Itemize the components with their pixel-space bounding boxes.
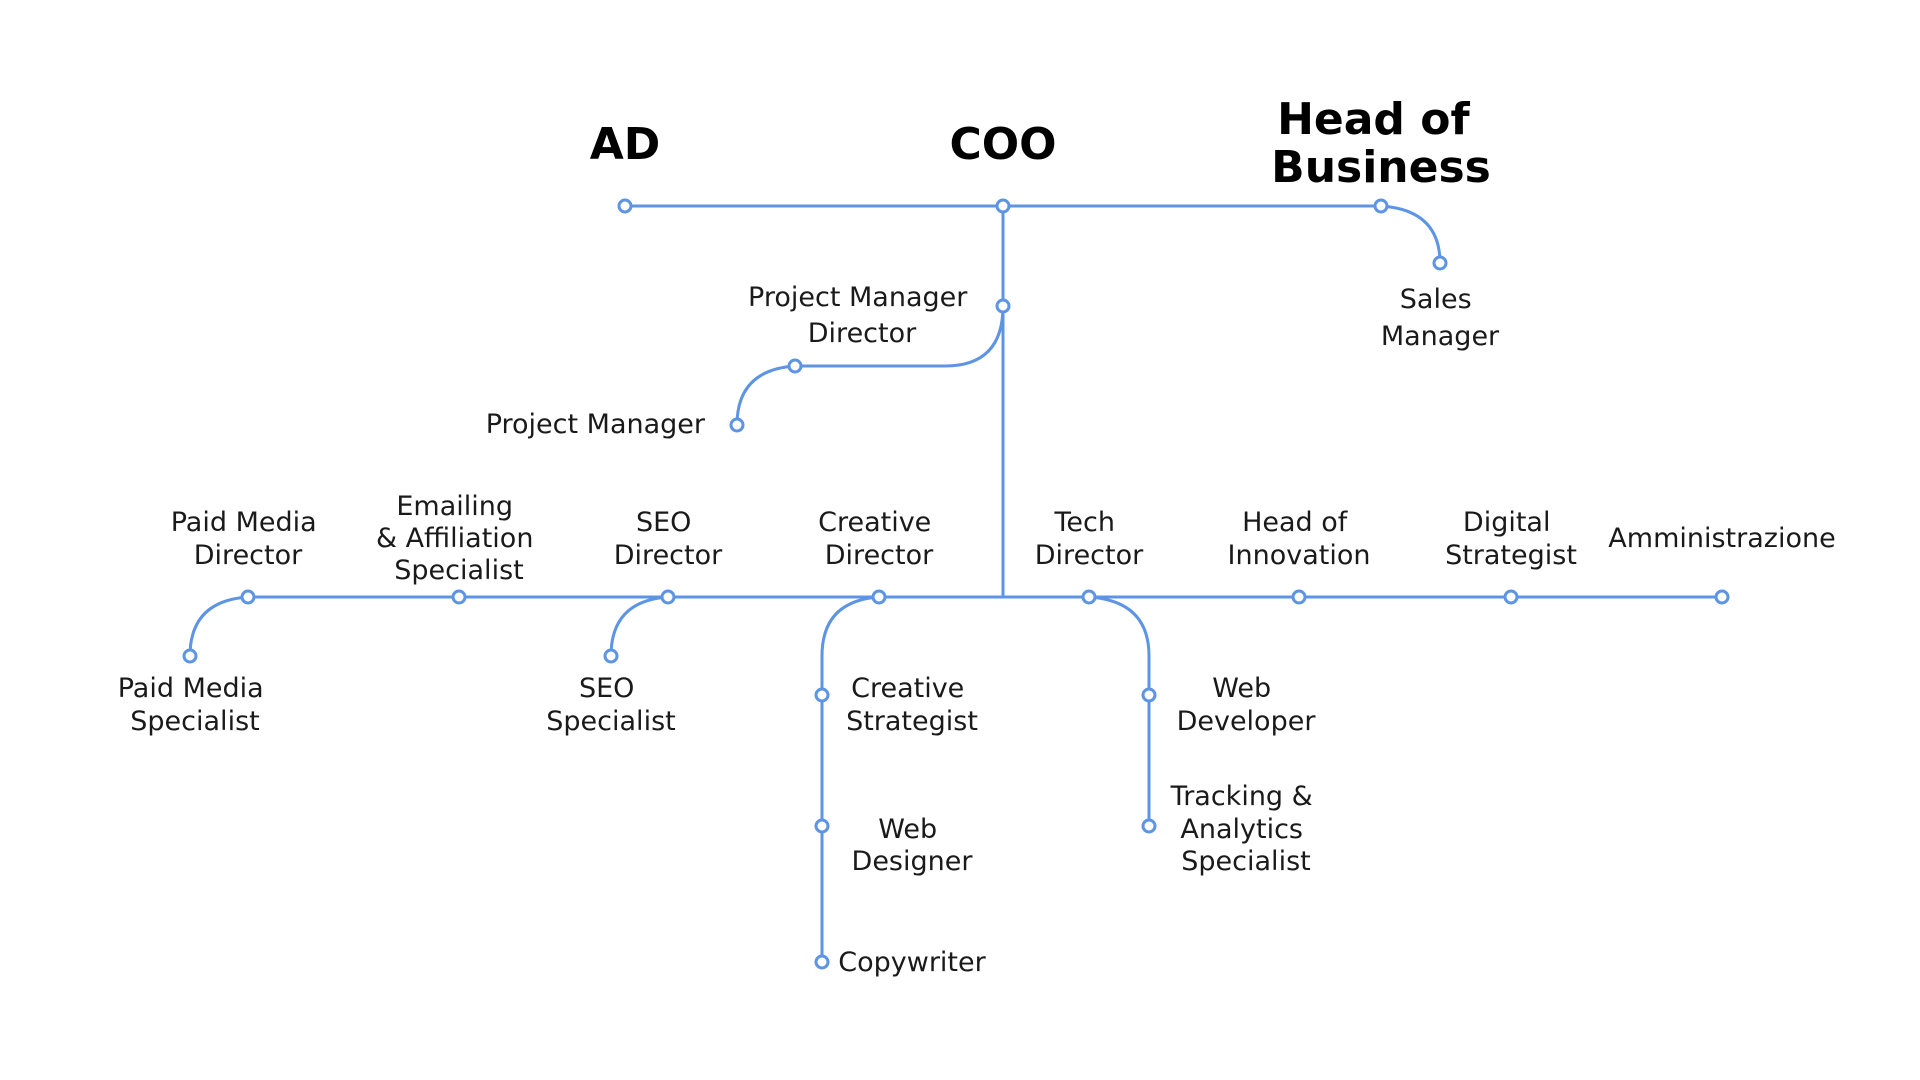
label-copywriter: Copywriter — [838, 947, 986, 978]
node-markers — [182, 198, 1730, 970]
node-seo-specialist[interactable] — [603, 648, 619, 664]
label-creative-director: Creative Director — [818, 507, 940, 571]
label-pm-director: Project Manager Director — [748, 282, 976, 349]
node-web-designer[interactable] — [814, 818, 830, 834]
node-tech-director[interactable] — [1081, 589, 1097, 605]
node-head-business[interactable] — [1373, 198, 1389, 214]
label-sales-manager: Sales Manager — [1381, 284, 1500, 352]
node-digital-strategist[interactable] — [1503, 589, 1519, 605]
label-tracking-analytics: Tracking & Analytics Specialist — [1170, 781, 1322, 877]
node-amministrazione[interactable] — [1714, 589, 1730, 605]
node-creative-director[interactable] — [871, 589, 887, 605]
edge-tech-to-team — [1087, 595, 1151, 828]
role-labels: Sales Manager Project Manager Director P… — [118, 282, 1836, 978]
label-ad: AD — [590, 119, 661, 170]
node-pm-director[interactable] — [995, 298, 1011, 314]
node-head-innovation[interactable] — [1291, 589, 1307, 605]
label-seo-specialist: SEO Specialist — [546, 673, 675, 737]
node-sales-manager[interactable] — [1432, 255, 1448, 271]
edge-project-manager-curve — [735, 364, 797, 427]
label-web-developer: Web Developer — [1177, 673, 1317, 737]
node-tracking-analytics[interactable] — [1141, 818, 1157, 834]
edge-head-business-to-sales-manager — [1379, 204, 1442, 265]
node-creative-strategist[interactable] — [814, 687, 830, 703]
node-emailing-affiliation[interactable] — [451, 589, 467, 605]
label-digital-strategist: Digital Strategist — [1445, 507, 1577, 571]
label-coo: COO — [949, 119, 1056, 170]
label-paid-media-specialist: Paid Media Specialist — [118, 673, 273, 737]
edge-paid-media-to-specialist — [188, 595, 250, 658]
label-emailing-affiliation: Emailing & Affiliation Specialist — [376, 491, 542, 586]
node-seo-director[interactable] — [660, 589, 676, 605]
node-coo[interactable] — [995, 198, 1011, 214]
node-copywriter[interactable] — [814, 954, 830, 970]
node-web-developer[interactable] — [1141, 687, 1157, 703]
node-paid-media-director[interactable] — [240, 589, 256, 605]
label-project-manager: Project Manager — [486, 409, 706, 440]
label-amministrazione: Amministrazione — [1608, 523, 1835, 554]
node-paid-media-specialist[interactable] — [182, 648, 198, 664]
label-head-of-business: Head of Business — [1271, 94, 1491, 193]
label-seo-director: SEO Director — [614, 507, 723, 571]
edge-creative-to-team — [820, 595, 881, 964]
label-creative-strategist: Creative Strategist — [846, 673, 978, 737]
node-pm-junction[interactable] — [787, 358, 803, 374]
node-project-manager[interactable] — [729, 417, 745, 433]
label-paid-media-director: Paid Media Director — [171, 507, 326, 571]
edge-seo-to-specialist — [609, 595, 670, 658]
node-ad[interactable] — [617, 198, 633, 214]
label-head-innovation: Head of Innovation — [1228, 507, 1371, 571]
edge-pm-director-to-project-manager — [793, 304, 1005, 368]
executive-labels: AD COO Head of Business — [590, 94, 1491, 193]
label-web-designer: Web Designer — [852, 814, 974, 877]
label-tech-director: Tech Director — [1035, 507, 1144, 571]
